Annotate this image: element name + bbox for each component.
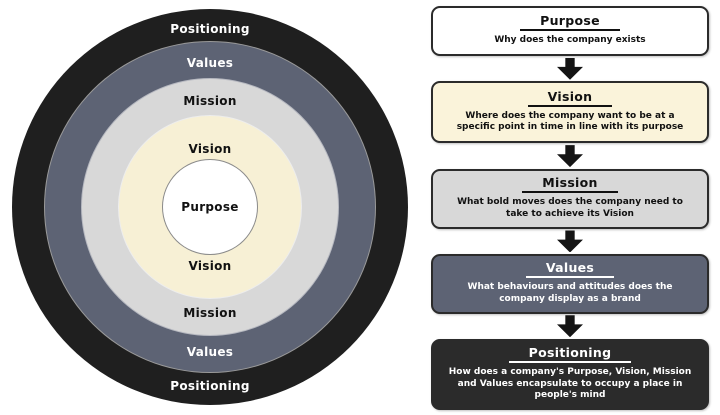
ring-label-positioning-top: Positioning	[170, 22, 250, 36]
ring-label-purpose: Purpose	[181, 200, 239, 214]
flow-box-description: How does a company's Purpose, Vision, Mi…	[448, 366, 692, 401]
ring-label-mission-bottom: Mission	[183, 306, 237, 320]
flow-box-title: Mission	[522, 175, 618, 194]
down-arrow-icon	[557, 230, 583, 253]
down-arrow-icon	[557, 145, 583, 168]
flow-box-description: What bold moves does the company need to…	[457, 197, 683, 219]
ring-label-values-top: Values	[186, 56, 234, 70]
flow-box-vision: Vision Where does the company want to be…	[431, 81, 709, 144]
flow-box-title: Vision	[527, 89, 613, 107]
flow-box-description: Where does the company want to be at a s…	[456, 110, 684, 133]
flow-box-values: Values What behaviours and attitudes doe…	[431, 254, 709, 314]
flow-box-description: Why does the company exists	[494, 35, 646, 46]
flow-box-title: Purpose	[520, 13, 620, 32]
ring-label-vision-bottom: Vision	[188, 259, 232, 273]
concentric-rings: Positioning Values Mission Vision Purpos…	[12, 9, 408, 405]
flow-box-purpose: Purpose Why does the company exists	[431, 6, 709, 56]
ring-label-values-bottom: Values	[186, 345, 234, 359]
flow-box-mission: Mission What bold moves does the company…	[431, 168, 709, 229]
ring-label-positioning-bottom: Positioning	[170, 379, 250, 393]
ring-label-mission-top: Mission	[183, 94, 237, 108]
down-arrow-icon	[557, 57, 583, 80]
flow-box-title: Values	[525, 260, 615, 279]
flowchart: Purpose Why does the company exists Visi…	[431, 6, 709, 410]
flow-box-description: What behaviours and attitudes does the c…	[467, 282, 673, 304]
flow-box-positioning: Positioning How does a company's Purpose…	[431, 338, 709, 410]
ring-label-vision-top: Vision	[188, 142, 232, 156]
down-arrow-icon	[557, 315, 583, 338]
ring-purpose	[163, 160, 257, 254]
flow-box-title: Positioning	[508, 345, 632, 363]
